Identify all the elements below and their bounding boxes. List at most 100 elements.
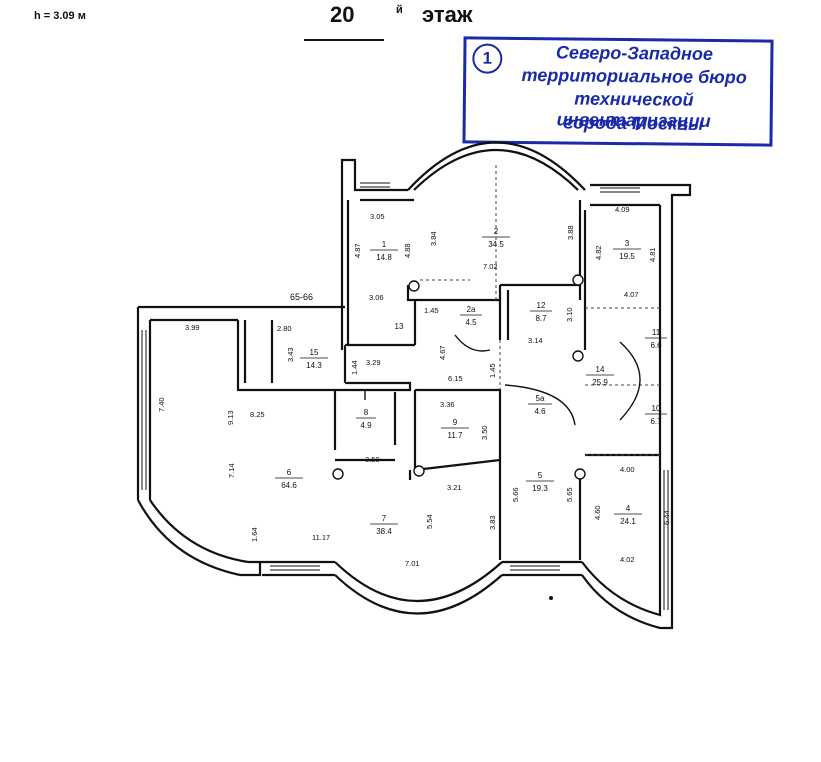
dimension-label: 4.88 (403, 243, 412, 258)
room-area: 4.5 (465, 318, 477, 327)
room-label-12: 128.7 (530, 301, 552, 323)
room-label-15: 15 14.3 (300, 348, 328, 370)
room-area: 38.4 (376, 527, 392, 536)
plan-columns (332, 274, 586, 480)
dimension-label: 7.01 (405, 559, 420, 568)
dimension-label: 3.10 (565, 307, 574, 322)
room-number: 2 (494, 227, 499, 236)
room-label-11: 116.6 (645, 328, 667, 350)
room-area: 64.6 (281, 481, 297, 490)
room-number: 15 (310, 348, 319, 357)
room-label-4: 424.1 (614, 504, 642, 526)
dimension-label: 3.43 (286, 347, 295, 362)
dimension-label: 1.64 (250, 527, 259, 542)
room-area: 6.7 (650, 417, 662, 426)
room-area: 6.6 (650, 341, 662, 350)
room-number: 7 (382, 514, 387, 523)
dimension-label: 8.25 (250, 410, 265, 419)
room-label-8: 84.9 (356, 408, 376, 430)
plan-windows (141, 182, 669, 610)
floor-suffix: й (396, 4, 403, 16)
dimension-label: 4.82 (594, 245, 603, 260)
room-area: 34.5 (488, 240, 504, 249)
dimension-label: 3.50 (480, 425, 489, 440)
section-tag: 65-66 (290, 292, 313, 302)
room-label-7: 738.4 (370, 514, 398, 536)
room-number: 10 (652, 404, 661, 413)
dimension-label: 7.14 (227, 463, 236, 478)
dimension-label: 3.83 (488, 515, 497, 530)
dimension-label: 3.06 (369, 293, 384, 302)
dimension-label: 1.45 (424, 306, 439, 315)
room-area: 11.7 (448, 431, 464, 440)
plan-dot (549, 596, 553, 600)
dimension-label: 6.15 (448, 374, 463, 383)
dimension-label: 4.02 (620, 555, 635, 564)
plan-dimensions: 3.05 4.87 4.88 3.84 3.88 4.09 4.82 4.81 … (157, 205, 671, 568)
room-area: 19.5 (619, 252, 635, 261)
floor-underline (304, 39, 384, 41)
dimension-label: 11.17 (312, 533, 330, 542)
room-number: 5a (536, 394, 545, 403)
room-area: 4.9 (360, 421, 372, 430)
dimension-label: 9.13 (226, 410, 235, 425)
dimension-label: 4.09 (615, 205, 630, 214)
floor-word: этаж (422, 2, 473, 27)
room-label-3: 319.5 (613, 239, 641, 261)
dimension-label: 3.29 (366, 358, 381, 367)
dimension-label: 7.02 (483, 262, 498, 271)
dimension-label: 3.05 (370, 212, 385, 221)
dimension-label: 1.45 (488, 363, 497, 378)
dimension-label: 3.14 (528, 336, 543, 345)
room-label-2: 234.5 (482, 227, 510, 249)
dimension-label: 3.36 (440, 400, 455, 409)
room-label-6: 664.6 (275, 468, 303, 490)
room-label-5: 519.3 (526, 471, 554, 493)
dimension-label: 3.21 (447, 483, 462, 492)
room-number: 6 (287, 468, 292, 477)
dimension-label: 1.44 (350, 360, 359, 375)
room-number: 1 (382, 240, 387, 249)
dimension-label: 3.50 (365, 455, 380, 464)
room-number: 11 (652, 328, 661, 337)
plan-door-arcs (364, 334, 641, 426)
dimension-label: 4.00 (620, 465, 635, 474)
plan-dashed-lines (420, 165, 660, 456)
room-number: 4 (626, 504, 631, 513)
room-number: 9 (453, 418, 458, 427)
room-label-2a: 2a4.5 (460, 305, 482, 327)
room-number: 14 (596, 365, 605, 374)
dimension-label: 4.87 (353, 243, 362, 258)
room-area: 8.7 (535, 314, 547, 323)
room-label-13: 13 (395, 322, 404, 331)
room-number: 13 (395, 322, 404, 331)
plan-walls (136, 141, 692, 630)
room-label-14: 14 25.9 (586, 365, 614, 387)
room-label-10: 106.7 (645, 404, 667, 426)
dimension-label: 3.99 (185, 323, 200, 332)
room-number: 2a (467, 305, 476, 314)
room-area: 25.9 (592, 378, 608, 387)
ceiling-height-label: h = 3.09 м (34, 10, 86, 22)
dimension-label: 4.81 (648, 247, 657, 262)
room-number: 3 (625, 239, 630, 248)
dimension-label: 4.60 (593, 505, 602, 520)
room-label-5a: 5a4.6 (528, 394, 552, 416)
room-number: 12 (537, 301, 546, 310)
dimension-label: 5.65 (565, 487, 574, 502)
room-area: 4.6 (534, 407, 546, 416)
room-area: 14.3 (306, 361, 322, 370)
dimension-label: 3.88 (566, 225, 575, 240)
dimension-label: 4.07 (624, 290, 639, 299)
dimension-label: 4.67 (438, 345, 447, 360)
floor-number: 20 (330, 2, 355, 27)
dimension-label: 7.40 (157, 397, 166, 412)
room-area: 14.8 (376, 253, 392, 262)
dimension-label: 2.80 (277, 324, 292, 333)
room-number: 5 (538, 471, 543, 480)
room-label-9: 911.7 (441, 418, 469, 440)
room-area: 19.3 (532, 484, 548, 493)
room-label-1: 114.8 (370, 240, 398, 262)
dimension-label: 5.54 (425, 514, 434, 529)
